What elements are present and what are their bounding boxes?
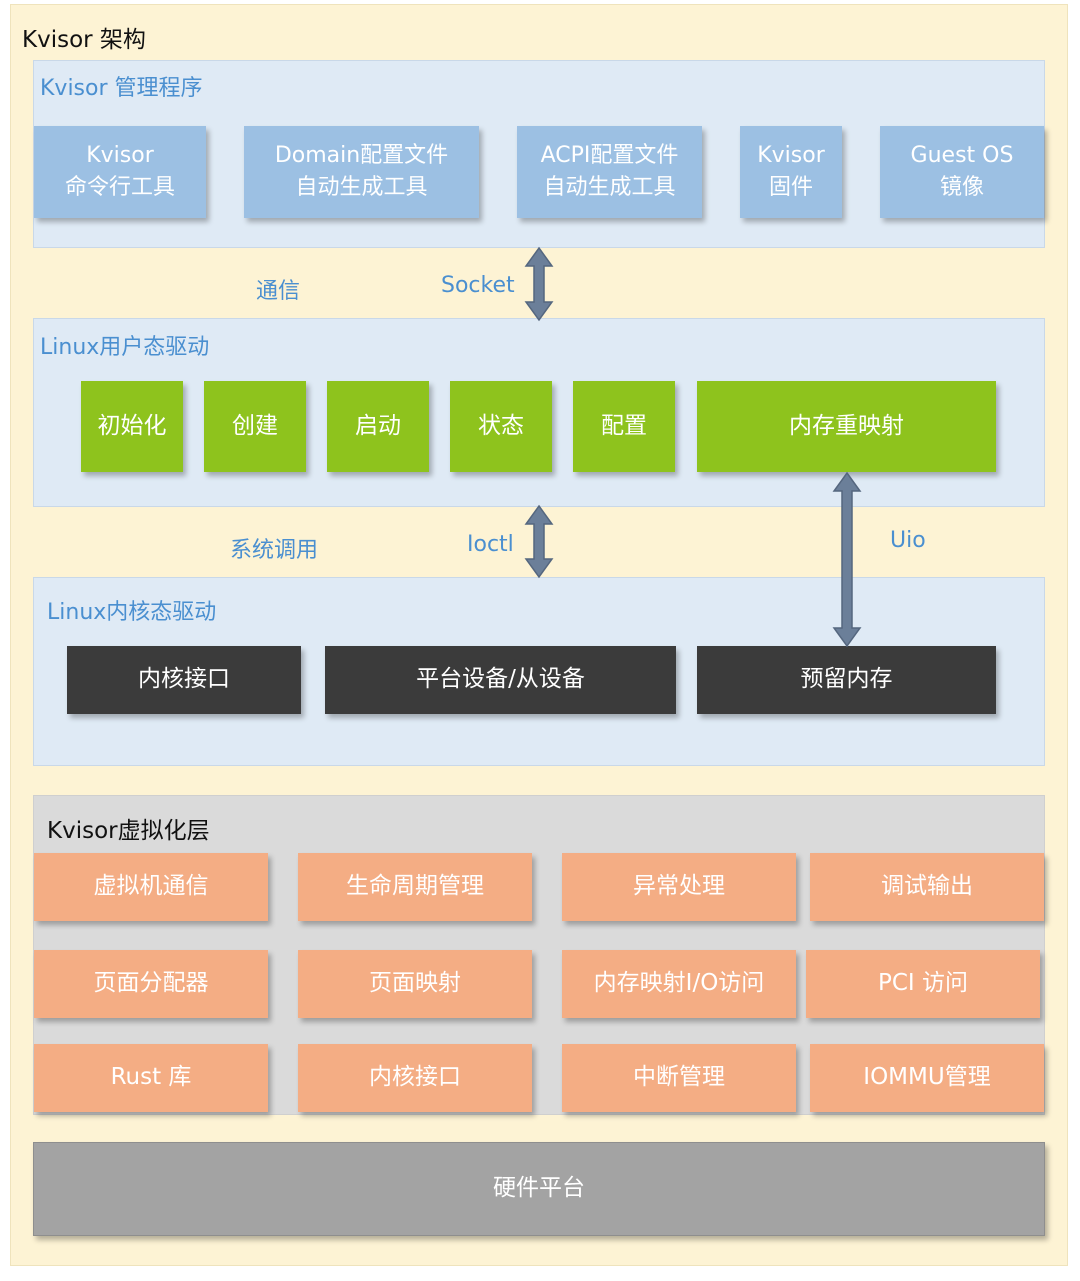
mgmt-box-acpi-config-tool: ACPI配置文件 自动生成工具 (517, 126, 702, 218)
kernel-driver-panel-title: Linux内核态驱动 (47, 600, 217, 625)
kernel-box-interface: 内核接口 (67, 646, 301, 714)
user-box-mem-remap: 内存重映射 (697, 381, 996, 472)
user-box-status: 状态 (450, 381, 552, 472)
mgmt-box-domain-config-tool: Domain配置文件 自动生成工具 (244, 126, 479, 218)
user-box-config: 配置 (573, 381, 675, 472)
uio-arrow (832, 471, 862, 648)
virt-box-kernel-interface: 内核接口 (298, 1044, 532, 1112)
virt-box-lifecycle: 生命周期管理 (298, 853, 532, 921)
virt-layer-title: Kvisor虚拟化层 (47, 818, 210, 844)
virt-box-exception: 异常处理 (562, 853, 796, 921)
ioctl-arrow (524, 504, 554, 579)
virt-box-vm-comm: 虚拟机通信 (34, 853, 268, 921)
virt-box-iommu-mgmt: IOMMU管理 (810, 1044, 1044, 1112)
virt-box-page-allocator: 页面分配器 (34, 950, 268, 1018)
mgmt-panel-title: Kvisor 管理程序 (40, 76, 203, 101)
hardware-platform: 硬件平台 (33, 1142, 1045, 1236)
virt-box-pci-access: PCI 访问 (806, 950, 1040, 1018)
user-box-init: 初始化 (81, 381, 183, 472)
link-label-ioctl: Ioctl (467, 532, 514, 557)
user-driver-panel-title: Linux用户态驱动 (40, 335, 210, 360)
virt-box-page-mapping: 页面映射 (298, 950, 532, 1018)
link-label-comm: 通信 (256, 279, 301, 304)
kernel-box-platform-device: 平台设备/从设备 (325, 646, 676, 714)
kernel-box-reserved-mem: 预留内存 (697, 646, 996, 714)
mgmt-box-firmware: Kvisor 固件 (740, 126, 842, 218)
user-box-start: 启动 (327, 381, 429, 472)
virt-box-debug-output: 调试输出 (810, 853, 1044, 921)
user-box-create: 创建 (204, 381, 306, 472)
mgmt-box-cli-tool: Kvisor 命令行工具 (34, 126, 206, 218)
link-label-syscall: 系统调用 (230, 538, 319, 563)
virt-box-mmio-access: 内存映射I/O访问 (562, 950, 796, 1018)
link-label-uio: Uio (890, 528, 926, 553)
socket-arrow (524, 246, 554, 322)
virt-box-rust-lib: Rust 库 (34, 1044, 268, 1112)
virt-box-interrupt-mgmt: 中断管理 (562, 1044, 796, 1112)
diagram-title: Kvisor 架构 (22, 27, 146, 53)
mgmt-box-guest-os-image: Guest OS 镜像 (880, 126, 1044, 218)
link-label-socket: Socket (441, 273, 515, 298)
